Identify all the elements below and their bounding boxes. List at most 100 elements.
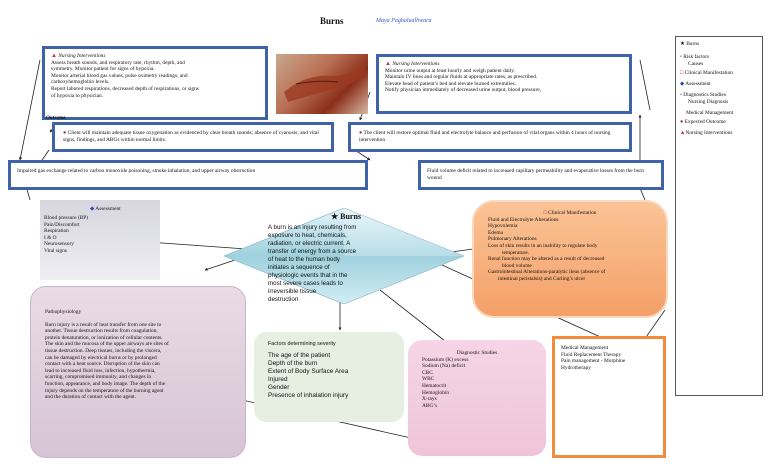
expected-outcome-right: ● The client will restore optimal fluid …: [348, 122, 632, 152]
clinical-line: temperature.: [502, 249, 530, 256]
definition-line: irreversible tissue: [268, 288, 317, 295]
factor-item: Presence of inhalation injury: [268, 392, 349, 399]
patho-line: scarring, compromised immunity, and chan…: [45, 374, 152, 381]
legend-label: Diagnostics Studies: [683, 92, 726, 98]
square-icon: □: [543, 210, 547, 216]
star-icon: ★: [680, 41, 685, 47]
clinical-line: Gastrointestinal Alterations-paralytic i…: [488, 269, 606, 276]
clinical-line: Pulmonary Alterations: [488, 236, 537, 243]
legend: ★ Burns • Risk factors Causes □ Clinical…: [675, 36, 763, 396]
assessment-item: Neurosensory: [44, 241, 74, 248]
patho-line: injury depends on the temperature of the…: [45, 387, 164, 394]
legend-item: Causes: [680, 61, 758, 68]
circle-icon: ●: [680, 119, 684, 125]
assessment-box: ◆ Assessment Blood pressure (BP) Pain/Di…: [40, 200, 160, 280]
nursing-line: Monitor urine output at least hourly and…: [385, 67, 515, 74]
clinical-line: Hypovolemia: [488, 223, 518, 230]
nursing-heading: Nursing Interventions: [58, 53, 106, 59]
legend-item: ● Expected Outcome: [680, 119, 758, 126]
center-diamond: [223, 207, 465, 305]
legend-item: □ Clinical Manifestation: [680, 70, 758, 77]
expected-outcome-left: ● Client will maintain adequate tissue o…: [52, 122, 334, 152]
definition-line: A burn is an injury resulting from: [268, 224, 357, 231]
page-title: Burns: [320, 16, 344, 26]
patho-line: lead to increased fluid loss, infection,…: [45, 367, 156, 374]
diagnostic-item: X-rays: [422, 396, 437, 403]
circle-icon: ●: [359, 130, 363, 136]
clinical-manifestation-box: □ Clinical Manifestation Fluid and Elect…: [472, 200, 668, 318]
triangle-icon: ▲: [385, 61, 391, 67]
definition-line: of heat to the human body: [268, 256, 340, 263]
diagnostic-item: Hemoglobin: [422, 389, 449, 396]
patho-line: and the duration of contact with the age…: [45, 394, 137, 401]
severity-factors-box: Factors determining severity The age of …: [254, 332, 404, 422]
star-icon: ★: [330, 212, 339, 221]
legend-label: Nursing Diagnosis: [688, 99, 729, 105]
assessment-item: Vital signs: [44, 247, 67, 254]
clinical-line: Edema: [488, 229, 503, 236]
legend-item: ★ Burns: [680, 41, 758, 48]
center-title: ★ Burns: [296, 212, 396, 221]
nursing-line: Assess breath sounds, and respiratory ra…: [51, 59, 185, 66]
diagnostic-item: Potassium (K) excess: [422, 356, 469, 363]
assessment-item: Respiration: [44, 228, 69, 235]
nursing-line: Report labored respirations, decreased d…: [51, 85, 199, 92]
factor-item: Depth of the burn: [268, 360, 318, 367]
factor-item: The age of the patient: [268, 352, 331, 359]
medical-management-box: Medical Management Fluid Replacement The…: [552, 336, 666, 458]
diamond-icon: ◆: [680, 81, 685, 87]
legend-label: Nursing Interventions: [685, 130, 733, 136]
nursing-diagnosis-right: Fluid volume deficit related to increase…: [418, 160, 664, 190]
patho-line: Burn injury is a result of heat transfer…: [45, 321, 162, 328]
diagnostic-item: ABG’s: [422, 402, 437, 409]
triangle-icon: ▲: [51, 53, 57, 59]
definition-line: physiologic events that in the: [268, 272, 348, 279]
patho-line: tissue destruction. Deep tissues, includ…: [45, 347, 162, 354]
diagnostics-title: Diagnostic Studies: [456, 350, 498, 356]
diagnostic-studies-box: Diagnostic Studies Potassium (K) excess …: [408, 340, 546, 456]
factor-item: Gender: [268, 384, 290, 391]
legend-item: ▲Nursing Interventions: [680, 130, 758, 137]
legend-item: ◆ Assessment: [680, 81, 758, 88]
patho-line: The skin and the mucosa of the upper air…: [45, 341, 169, 348]
center-title-text: Burns: [340, 212, 362, 221]
patho-line: function, appearance, and body image. Th…: [45, 380, 166, 387]
legend-label: Expected Outcome: [684, 119, 726, 125]
patho-line: another. Tissue destruction results from…: [45, 328, 158, 335]
definition-line: exposure to heat, chemicals,: [268, 232, 347, 239]
clinical-line: Loss of skin results in an inability to …: [488, 242, 598, 249]
assessment-item: Blood pressure (BP): [44, 215, 89, 221]
definition-line: most severe cases leads to: [268, 280, 343, 287]
patho-line: can be damaged by electrical burns or by…: [45, 354, 157, 361]
outcome-text: The client will restore optimal fluid an…: [359, 130, 611, 143]
diagnostic-item: CBC: [422, 369, 433, 376]
diagnosis-text: Impaired gas exchange related to carbon …: [17, 168, 256, 174]
diamond-icon: ◆: [90, 206, 95, 212]
legend-label: Risk factors: [683, 54, 710, 60]
circle-icon: ●: [63, 130, 67, 136]
factors-title: Factors determining severity: [268, 341, 336, 347]
author-name: Maya Pagbalualhwara: [376, 18, 432, 24]
hand-illustration: [284, 66, 366, 102]
burn-definition: A burn is an injury resulting from expos…: [268, 224, 426, 304]
definition-line: initiates a sequence of: [268, 264, 330, 271]
factor-item: Injured: [268, 376, 288, 383]
outcome-label: Outcome: [46, 116, 66, 121]
clinical-line: intestinal peristalsis) and Curling’s ul…: [498, 275, 586, 282]
legend-label: Medical Management: [686, 110, 734, 116]
nursing-line: Monitor arterial blood gas values, pulse…: [51, 72, 188, 79]
definition-line: transfer of energy from a source: [268, 248, 357, 255]
nursing-interventions-left: ▲ Nursing Interventions Assess breath so…: [42, 46, 268, 120]
pathophysiology-box: Pathophysiology Burn injury is a result …: [30, 286, 246, 458]
factor-item: Extent of Body Surface Area: [268, 368, 349, 375]
clinical-line: blood volume: [502, 262, 532, 269]
assessment-item: I & O: [44, 234, 57, 241]
nursing-line: Notify physician immediately of decrease…: [385, 87, 541, 94]
burned-hand-image: [276, 54, 368, 114]
bullet-icon: •: [680, 92, 682, 98]
medical-item: Fluid Replacement Therapy: [561, 351, 622, 358]
assessment-item: Pain/Discomfort: [44, 221, 80, 228]
outcome-text: Client will maintain adequate tissue oxy…: [63, 130, 319, 143]
patho-title: Pathophysiology: [45, 309, 82, 315]
legend-item: Medical Management: [680, 110, 758, 117]
